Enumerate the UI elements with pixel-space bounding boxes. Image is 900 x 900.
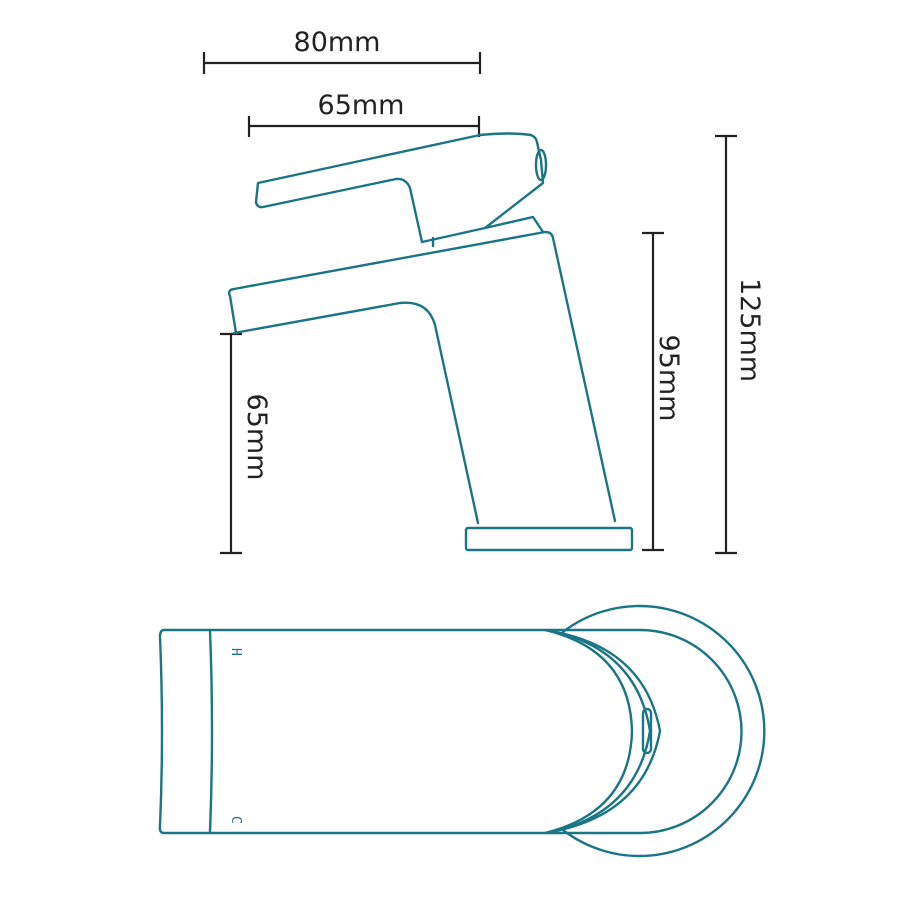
lever-end-cap <box>534 148 548 182</box>
cold-marking: C <box>228 816 243 824</box>
spout-top-outline <box>158 628 634 835</box>
dimension-spout-reach: 65mm <box>247 90 481 137</box>
label-total-height: 125mm <box>734 278 765 382</box>
lever-top-outline <box>543 628 743 835</box>
dimension-total-height: 125mm <box>715 134 765 555</box>
label-body-height: 95mm <box>653 335 684 422</box>
tap-top-view: H C <box>158 604 766 858</box>
label-spout-reach: 65mm <box>318 90 405 121</box>
label-spout-height: 65mm <box>241 394 272 481</box>
spout-outlet-edge <box>208 629 214 834</box>
dimension-overall-width: 80mm <box>202 27 482 74</box>
base-rose <box>561 604 766 858</box>
hot-marking: H <box>228 648 243 656</box>
lever-collar <box>431 215 545 248</box>
tap-side-view <box>227 132 634 552</box>
label-overall-width: 80mm <box>294 27 381 58</box>
dimension-spout-height: 65mm <box>220 332 272 555</box>
base-plate <box>464 526 634 552</box>
dimension-body-height: 95mm <box>642 231 684 552</box>
lever-end-cap <box>641 707 653 755</box>
spout-body <box>227 230 617 525</box>
